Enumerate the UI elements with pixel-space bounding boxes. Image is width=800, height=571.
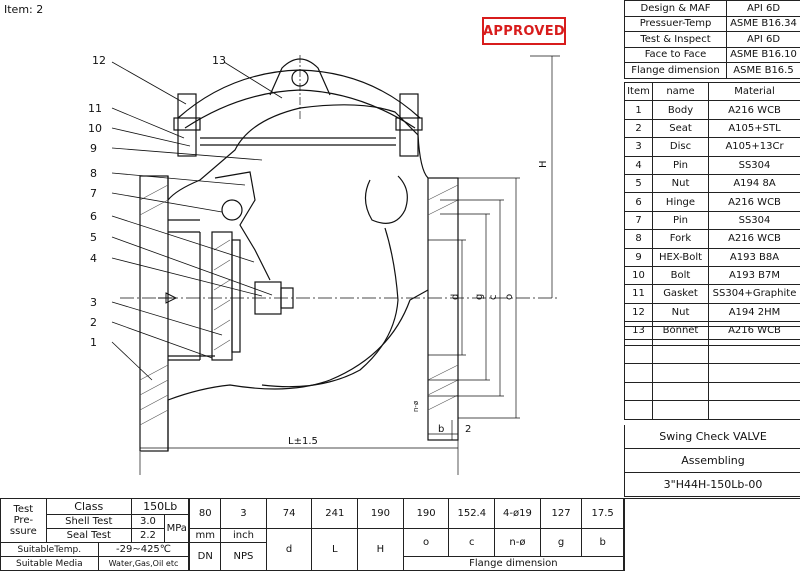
drawing-title: Swing Check VALVE bbox=[625, 425, 800, 449]
class-label: Class bbox=[45, 497, 132, 516]
callout-8: 8 bbox=[90, 167, 97, 180]
callout-13: 13 bbox=[212, 54, 226, 67]
media-value: Water,Gas,Oil etc bbox=[97, 556, 190, 571]
hinge-arm bbox=[214, 171, 271, 281]
dim-L: L±1.5 bbox=[288, 436, 318, 447]
table-row: Suitable Media Water,Gas,Oil etc Flange … bbox=[0, 556, 625, 571]
dim-c: c bbox=[488, 295, 499, 301]
seat bbox=[231, 239, 241, 353]
empty-rows bbox=[624, 326, 800, 420]
unit-label: MPa bbox=[164, 514, 190, 544]
shell-label: Shell Test bbox=[45, 514, 132, 530]
callout-2: 2 bbox=[90, 316, 97, 329]
dim-n: n-ø bbox=[412, 400, 420, 412]
right-flange bbox=[427, 177, 459, 441]
class-value: 150Lb bbox=[130, 497, 190, 516]
callout-6: 6 bbox=[90, 210, 97, 223]
dim-o: o bbox=[504, 294, 515, 300]
approved-stamp: APPROVED bbox=[482, 17, 566, 45]
nps-unit: inch bbox=[220, 528, 267, 544]
temp-value: -29~425℃ bbox=[97, 542, 190, 558]
dn-unit: mm bbox=[188, 528, 222, 544]
callout-4: 4 bbox=[90, 252, 97, 265]
callout-3: 3 bbox=[90, 296, 97, 309]
temp-label: SuitableTemp. bbox=[0, 542, 99, 558]
blank-corner bbox=[624, 498, 800, 571]
item-label: Item: 2 bbox=[4, 3, 44, 16]
hinge-pin bbox=[221, 199, 243, 221]
callout-5: 5 bbox=[90, 231, 97, 244]
valve-drawing: 1 2 3 4 5 6 7 8 9 10 11 12 13 L±1.5 bbox=[88, 54, 560, 475]
left-nut bbox=[173, 117, 201, 131]
callout-7: 7 bbox=[90, 187, 97, 200]
drawing-model: 3"H44H-150Lb-00 bbox=[625, 473, 800, 497]
dim-2: 2 bbox=[465, 424, 471, 435]
dim-d: d bbox=[450, 294, 461, 300]
callout-1: 1 bbox=[90, 336, 97, 349]
media-label: Suitable Media bbox=[0, 556, 99, 571]
right-bolt bbox=[399, 93, 419, 157]
dim-g: g bbox=[474, 294, 485, 300]
dn-value: 80 bbox=[188, 497, 222, 530]
header-item: Item bbox=[624, 81, 653, 102]
dn-label: DN bbox=[188, 542, 222, 571]
callout-10: 10 bbox=[88, 122, 102, 135]
dim-H: H bbox=[538, 160, 549, 168]
header-name: name bbox=[652, 81, 709, 102]
title-block: Swing Check VALVE Assembling 3"H44H-150L… bbox=[624, 425, 800, 497]
callout-11: 11 bbox=[88, 102, 102, 115]
table-row: SuitableTemp. -29~425℃ DN NPS bbox=[0, 542, 624, 571]
flange-caption: Flange dimension bbox=[402, 556, 625, 571]
table-row: Seal Test 2.2 mm inch d L H o c n-ø g b bbox=[1, 528, 624, 571]
nps-value: 3 bbox=[220, 497, 267, 530]
left-bolt bbox=[177, 93, 197, 157]
callout-9: 9 bbox=[90, 142, 97, 155]
body-outline bbox=[167, 104, 429, 451]
nps-label: NPS bbox=[220, 542, 267, 571]
dim-b: b bbox=[438, 424, 444, 435]
right-nut bbox=[395, 117, 423, 131]
shell-value: 3.0 bbox=[130, 514, 166, 530]
parts-header: Item name Material bbox=[624, 81, 800, 102]
seat-ring bbox=[168, 231, 201, 361]
seal-value: 2.2 bbox=[130, 528, 166, 544]
body-rib bbox=[364, 175, 408, 224]
left-flange bbox=[139, 175, 169, 452]
header-material: Material bbox=[708, 81, 800, 102]
callout-12: 12 bbox=[92, 54, 106, 67]
seal-label: Seal Test bbox=[45, 528, 132, 544]
drawing-type: Assembling bbox=[625, 449, 800, 473]
